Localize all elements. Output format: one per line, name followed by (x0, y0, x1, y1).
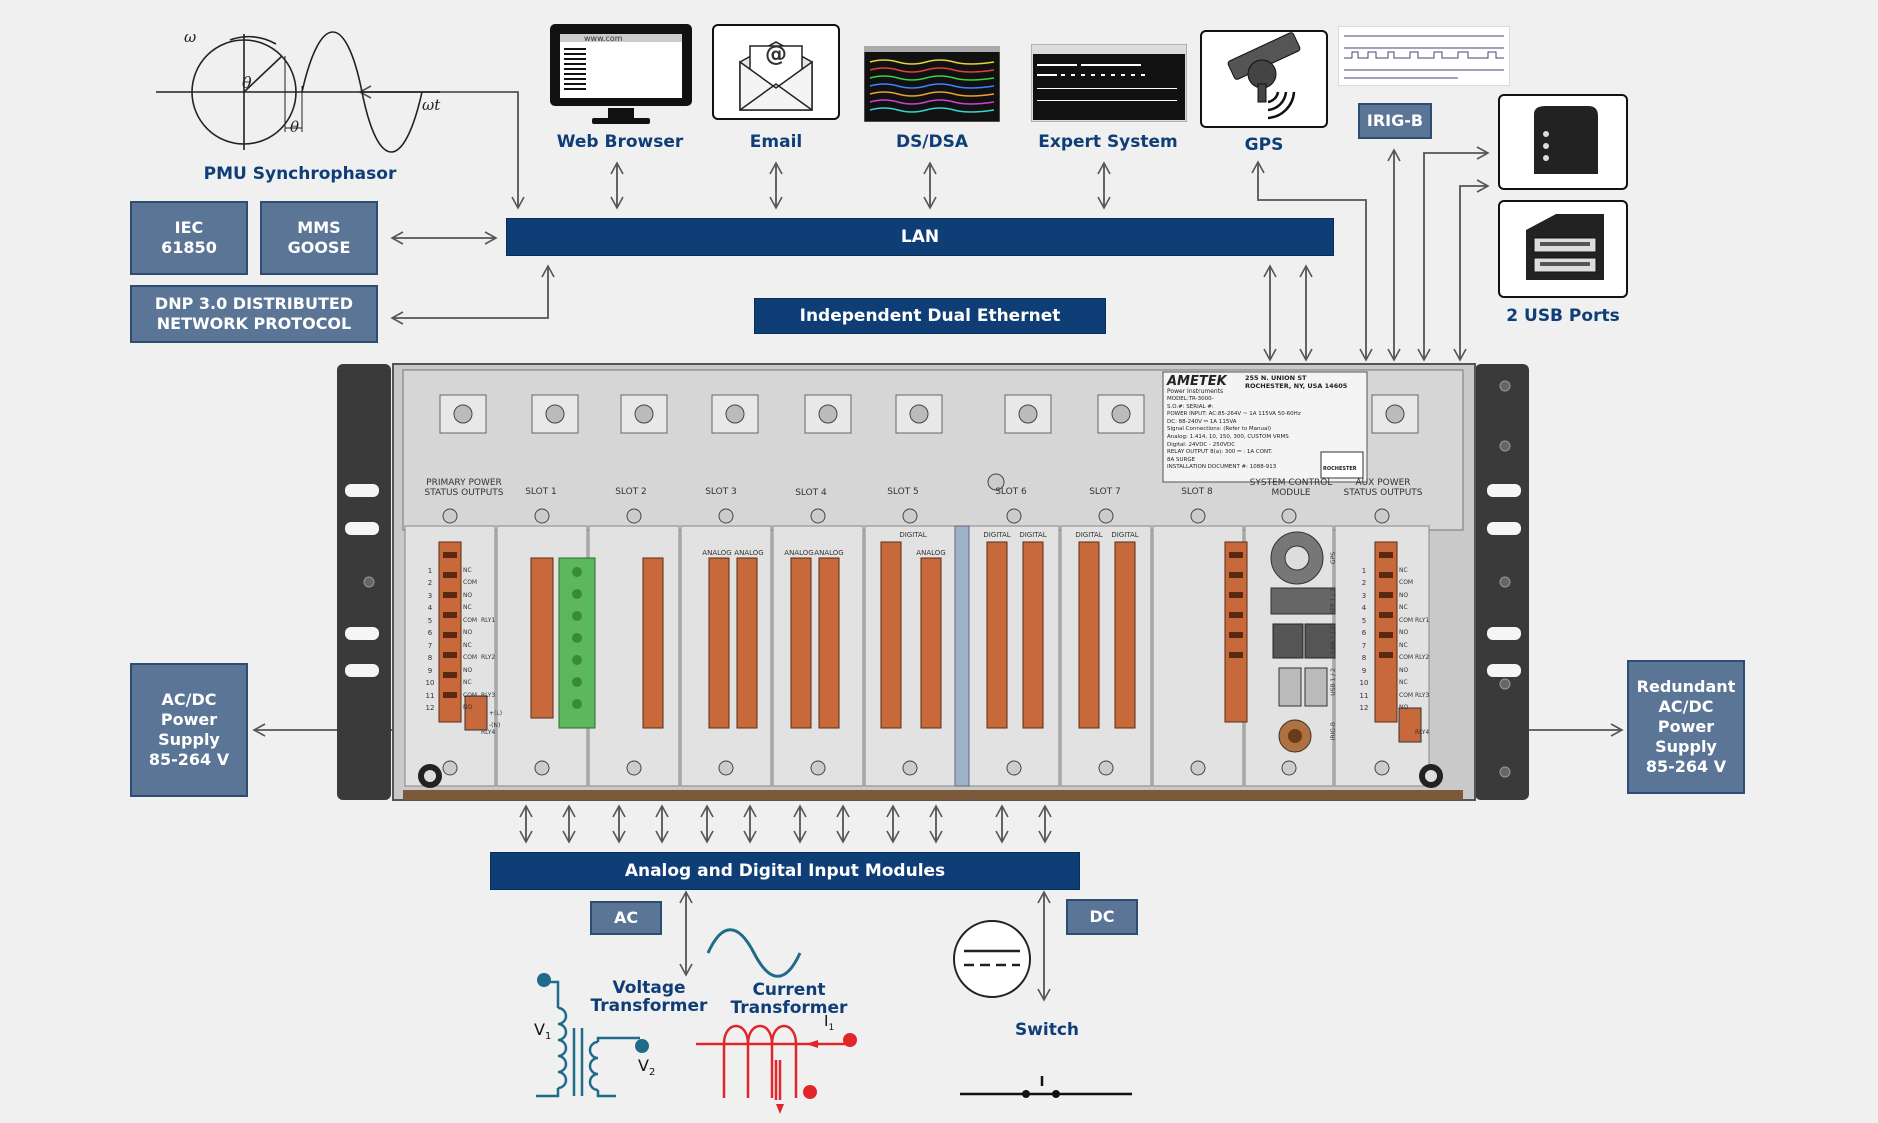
v1-label: V1 (534, 1020, 552, 1043)
slot-label-1: SLOT 1 (525, 487, 557, 497)
expert-screen (1031, 44, 1187, 122)
input-modules-bar: Analog and Digital Input Modules (490, 852, 1080, 890)
monitor-icon (550, 24, 692, 124)
pin-numbers: 1 2 3 4 5 6 7 8 9 10 11 12 (425, 566, 435, 713)
module-tag: DIGITAL (1111, 531, 1139, 539)
usb-arrow-2 (1453, 179, 1490, 362)
slot-label-system-control: SYSTEM CONTROL MODULE (1249, 478, 1333, 498)
thumbscrews (439, 394, 1419, 434)
slot-label-8: SLOT 8 (1181, 487, 1213, 497)
rack-chassis: PRIMARY POWER STATUS OUTPUTS SLOT 1 SLOT… (335, 362, 1531, 802)
current-transformer-symbol (696, 1024, 857, 1114)
dnp-arrow (390, 264, 555, 325)
voltage-transformer-symbol (536, 973, 649, 1098)
input-arrows (519, 804, 1052, 844)
nameplate-brand: AMETEK (1167, 374, 1227, 389)
relay-labels-primary: NC COM NO NC COM NO NC COM NO NC COM NO (463, 566, 478, 712)
nameplate-logo: ROCHESTER (1323, 466, 1357, 472)
envelope-icon (739, 41, 813, 111)
expert-system-label: Expert System (1038, 132, 1178, 152)
left-power-supply-box: AC/DC Power Supply 85-264 V (130, 663, 248, 797)
gps-tile (1200, 30, 1328, 128)
usb-port-tile (1498, 200, 1628, 298)
port-label-lan: LAN 1 / 2 (1330, 626, 1337, 654)
relay-labels-aux: NC COM NO NC COM NO NC COM NO NC COM NO (1399, 566, 1414, 712)
dsdsa-label: DS/DSA (895, 132, 969, 152)
email-tile: @ (712, 24, 840, 120)
dual-ethernet-bar: Independent Dual Ethernet (754, 298, 1106, 334)
pmu-theta2: θ (290, 118, 299, 136)
module-tag: ANALOG (702, 549, 732, 557)
port-label-sfp: SFP 1 / 2 (1330, 588, 1337, 615)
irigb-timecode-graphic (1338, 26, 1510, 86)
switch-label: Switch (1014, 1020, 1080, 1040)
slot-label-aux: AUX POWER STATUS OUTPUTS (1343, 478, 1423, 498)
v2-label: V2 (638, 1056, 656, 1079)
pmu-label: PMU Synchrophasor (203, 164, 397, 184)
satellite-icon (1227, 32, 1301, 120)
dc-meter-icon (953, 920, 1031, 998)
voltage-transformer-label: Voltage Transformer (590, 978, 708, 1016)
pmu-phasor-diagram: ω θ θ ωt (156, 28, 441, 153)
port-label-gps: GPS (1330, 552, 1337, 565)
slot-label-2: SLOT 2 (615, 487, 647, 497)
module-tag: ANALOG (814, 549, 844, 557)
ac-box: AC (590, 901, 662, 935)
right-power-supply-box: Redundant AC/DC Power Supply 85-264 V (1627, 660, 1745, 794)
iec61850-box: IEC 61850 (130, 201, 248, 275)
usb-device-tile (1498, 94, 1628, 190)
usb-drive-icon (1534, 106, 1598, 174)
module-tag: ANALOG (734, 549, 764, 557)
slot-label-primary: PRIMARY POWER STATUS OUTPUTS (424, 478, 504, 498)
nameplate-address: 255 N. UNION ST ROCHESTER, NY, USA 14605 (1245, 374, 1348, 390)
mms-goose-box: MMS GOOSE (260, 201, 378, 275)
irigb-box: IRIG-B (1358, 103, 1432, 139)
module-tag: DIGITAL (1019, 531, 1047, 539)
pin-numbers-aux: 1 2 3 4 5 6 7 8 9 10 11 12 (1359, 566, 1369, 713)
pmu-theta: θ (242, 73, 252, 92)
module-tag: DIGITAL (1075, 531, 1103, 539)
slot-label-6: SLOT 6 (995, 487, 1027, 497)
slot-label-5: SLOT 5 (887, 487, 919, 497)
pmu-omega-t: ωt (422, 96, 441, 114)
usb-port-icon (1526, 214, 1604, 280)
module-tag: ANALOG (784, 549, 814, 557)
dnp3-box: DNP 3.0 DISTRIBUTED NETWORK PROTOCOL (130, 285, 378, 343)
power-pins-primary: +(L) -(N) (489, 710, 503, 729)
rack-graphic (337, 363, 1529, 801)
web-browser-label: Web Browser (556, 132, 684, 152)
gps-arrow (1251, 160, 1373, 362)
pmu-omega: ω (184, 28, 196, 46)
i1-label: I1 (824, 1012, 835, 1033)
relay-tags-aux: RLY1 RLY2 RLY3 RLY4 (1415, 616, 1430, 737)
slot-label-3: SLOT 3 (705, 487, 737, 497)
lan-bar: LAN (506, 218, 1334, 256)
module-tag: ANALOG (916, 549, 946, 557)
relay-tags-primary: RLY1 RLY2 RLY3 RLY4 (481, 616, 496, 737)
module-tag: DIGITAL (899, 531, 927, 539)
current-transformer-label: Current Transformer (730, 980, 848, 1018)
slot-label-4: SLOT 4 (795, 488, 827, 498)
nameplate-sub: Power Instruments (1167, 388, 1224, 395)
browser-url: www.com (584, 34, 623, 43)
port-label-irigb: IRIG-B (1330, 722, 1337, 741)
gps-label: GPS (1244, 135, 1284, 155)
module-tag: DIGITAL (983, 531, 1011, 539)
port-label-usb: USB 1 / 2 (1330, 668, 1337, 696)
dsdsa-screen (864, 46, 1000, 122)
email-label: Email (749, 132, 803, 152)
switch-symbol (960, 1076, 1132, 1098)
usb-label: 2 USB Ports (1506, 306, 1620, 326)
nameplate-text: MODEL:TR-3000- S.O.#: SERIAL #: POWER IN… (1167, 396, 1301, 471)
ac-sine-icon (706, 928, 802, 978)
usb-arrow-1 (1417, 146, 1490, 362)
dc-box: DC (1066, 899, 1138, 935)
slot-label-7: SLOT 7 (1089, 487, 1121, 497)
email-at-glyph: @ (765, 42, 787, 67)
